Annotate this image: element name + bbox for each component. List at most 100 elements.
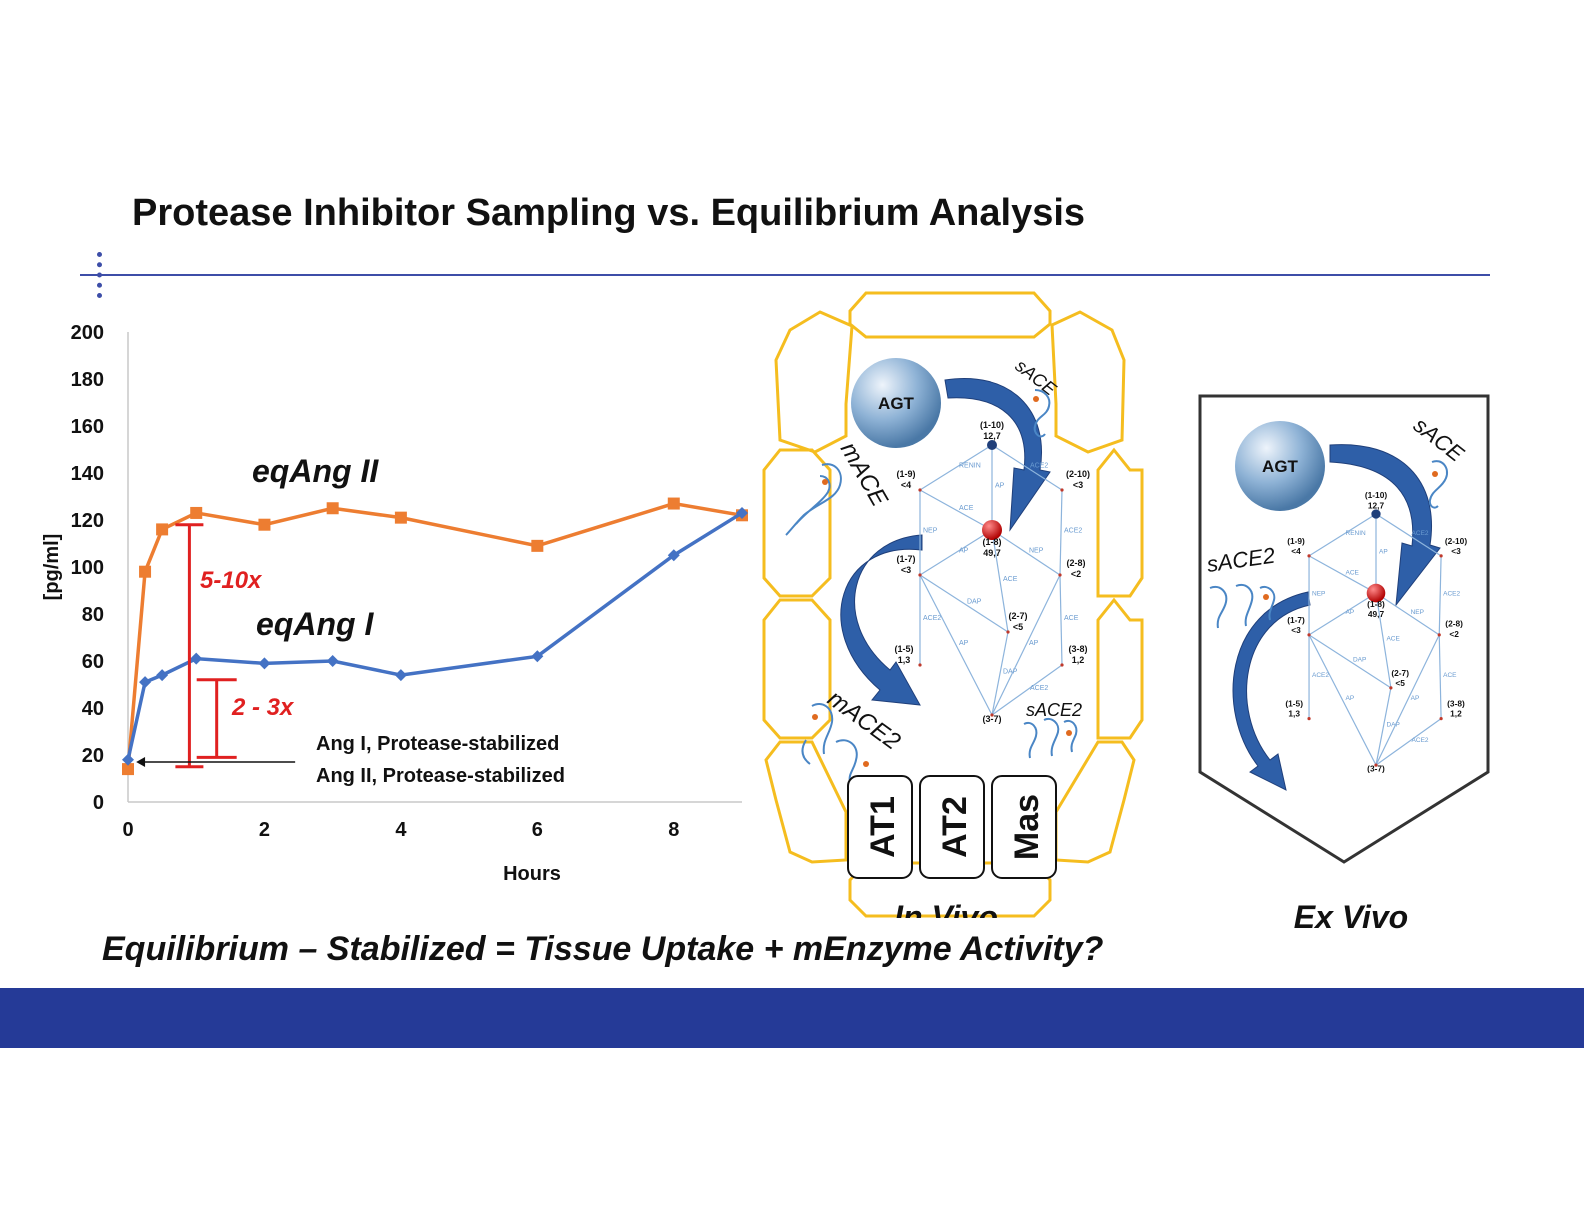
network-edge [1308, 555, 1377, 594]
sace2-glyph-exvivo [1209, 584, 1276, 629]
mace-label-invivo: mACE [835, 438, 894, 512]
data-point-eqang2 [190, 506, 203, 519]
receptor-label-mas: Mas [1008, 794, 1046, 860]
data-point-eqang1 [667, 549, 680, 562]
cell-hex-mid-right [1096, 447, 1144, 598]
network-node-value: <2 [1449, 629, 1459, 639]
network-node [1439, 554, 1443, 558]
network-edge-label: ACE [1386, 635, 1400, 642]
network-edge-label: AP [959, 548, 969, 555]
network-node-label: (1-5) [1285, 699, 1303, 709]
network-node [1060, 488, 1064, 492]
network-edge-label: AP [1029, 640, 1039, 647]
network-edge-label: ACE2 [1412, 737, 1429, 744]
network-node [1389, 686, 1393, 690]
chart-annotations [136, 523, 296, 769]
network-edge-label: ACE2 [1412, 530, 1429, 537]
network-edge-label: AP [1379, 549, 1388, 556]
network-node-value: <5 [1013, 622, 1023, 632]
x-tick-label: 6 [532, 819, 543, 841]
data-point-eqang1 [139, 676, 152, 689]
network-edge [991, 529, 1009, 633]
network-edge-label: NEP [1312, 590, 1325, 597]
network-edge [1308, 513, 1377, 557]
network-edge [1059, 574, 1063, 666]
network-edge [1375, 592, 1440, 636]
network-edge-label: AP [1411, 695, 1420, 702]
equation-caption: Equilibrium – Stabilized = Tissue Uptake… [102, 930, 1104, 968]
network-edge [991, 529, 1061, 576]
curved-arrows-invivo [840, 378, 1051, 706]
data-point-eqang2 [326, 502, 339, 515]
network-edge-label: RENIN [959, 463, 981, 470]
sace-glyph-invivo [1033, 389, 1051, 438]
stabilized-label-ang1: Ang I, Protease-stabilized [316, 733, 559, 755]
arrow-mace-invivo [840, 534, 923, 706]
network-edge-label: ACE2 [1064, 528, 1082, 535]
series-line-eqang1 [126, 511, 743, 761]
network-edge-label: RENIN [1346, 530, 1367, 537]
network-node-label: (2-8) [1066, 558, 1085, 568]
network-node [1060, 663, 1064, 667]
cell-hex-mid-left [762, 448, 832, 598]
network-node-label: (2-7) [1391, 668, 1409, 678]
network-node [1058, 573, 1062, 577]
title-rule [80, 274, 1490, 276]
node-ang-1-8 [1366, 583, 1386, 603]
caption-ex-vivo: Ex Vivo [1294, 899, 1408, 935]
network-edge-label: DAP [1386, 722, 1399, 729]
network-edge [991, 574, 1061, 716]
cell-hex-bottom-left [764, 740, 848, 864]
data-point-eqang2 [394, 511, 407, 524]
cell-outline [762, 291, 1144, 918]
network-edge [1308, 634, 1377, 766]
y-tick-label: 140 [71, 463, 104, 485]
y-tick-label: 160 [71, 416, 104, 438]
agt-sphere-exvivo [1235, 421, 1325, 511]
network-node-value: <3 [1073, 480, 1083, 490]
network-edge-label: ACE [1443, 672, 1457, 679]
network-edge-label: ACE [1003, 576, 1018, 583]
x-tick-label: 0 [122, 819, 133, 841]
sace-glyph-exvivo [1428, 460, 1448, 509]
data-point-eqang1 [326, 655, 339, 667]
series-label-eqang1: eqAng I [256, 606, 374, 642]
network-node-label: (1-7) [1287, 615, 1305, 625]
network-node-label: (1-5) [894, 644, 913, 654]
network-edge-label: ACE2 [923, 615, 941, 622]
sace2-glyph-invivo [1023, 718, 1078, 759]
sace-label-invivo: sACE [1012, 355, 1061, 400]
network-node-label: (1-10) [1365, 490, 1388, 500]
network-node-value: <3 [1291, 625, 1301, 635]
network-node-label: (3-7) [982, 714, 1001, 724]
network-node-value: <4 [901, 480, 911, 490]
data-point-eqang1 [531, 650, 544, 663]
network-edge-label: AP [995, 483, 1005, 490]
network-edge-label: DAP [967, 599, 982, 606]
network-edge-label: NEP [1411, 609, 1424, 616]
network-node-value: 12,7 [983, 431, 1001, 441]
receptor-box-mas [991, 775, 1057, 879]
mace2-glyph-invivo [801, 703, 858, 783]
network-edge-label: DAP [1353, 656, 1366, 663]
network-node-label: (1-9) [896, 469, 915, 479]
network-edge-label: ACE [959, 505, 974, 512]
network-edge [1438, 634, 1442, 719]
receptor-box-at1 [847, 775, 913, 879]
network-edge [919, 574, 993, 716]
receptor-boxes [847, 775, 1057, 879]
network-edge [919, 444, 993, 491]
network-node-label: (3-8) [1068, 644, 1087, 654]
enzyme-glyphs-invivo [785, 389, 1078, 783]
arrow-sace-exvivo [1329, 444, 1441, 607]
ratio-label-small: 2 - 3x [231, 694, 295, 721]
agt-label-exvivo: AGT [1262, 457, 1299, 476]
network-node-value: 1,3 [898, 655, 911, 665]
data-point-eqang2 [258, 518, 271, 531]
sace-dot-invivo [1033, 396, 1039, 402]
mace-glyph-invivo [785, 463, 842, 536]
network-node-value: 1,2 [1450, 709, 1462, 719]
y-tick-label: 200 [71, 322, 104, 344]
